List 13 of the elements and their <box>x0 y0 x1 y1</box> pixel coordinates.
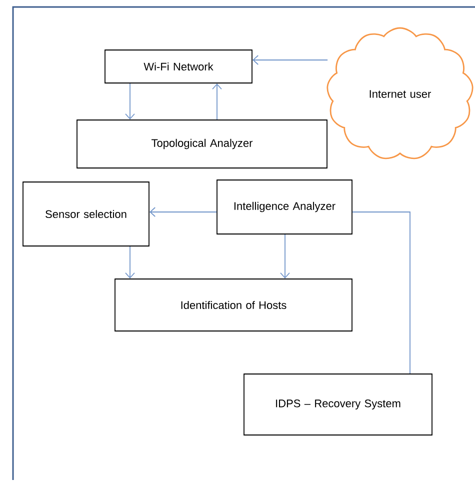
cloud: Internet user <box>326 27 474 160</box>
arrow <box>212 83 222 120</box>
analyzer-box: Topological Analyzer <box>76 120 328 168</box>
system-box: IDPS – Recovery System <box>244 374 432 436</box>
arrow <box>125 246 135 279</box>
arrow <box>252 55 328 65</box>
network-box: Wi-Fi Network <box>104 50 252 84</box>
arrow <box>125 83 135 120</box>
arrow <box>149 207 217 217</box>
analyzer-box: Intelligence Analyzer <box>216 180 352 234</box>
process-box: Sensor selection <box>22 182 150 246</box>
arrow <box>280 234 290 279</box>
process-box: Identification of Hosts <box>114 278 352 332</box>
